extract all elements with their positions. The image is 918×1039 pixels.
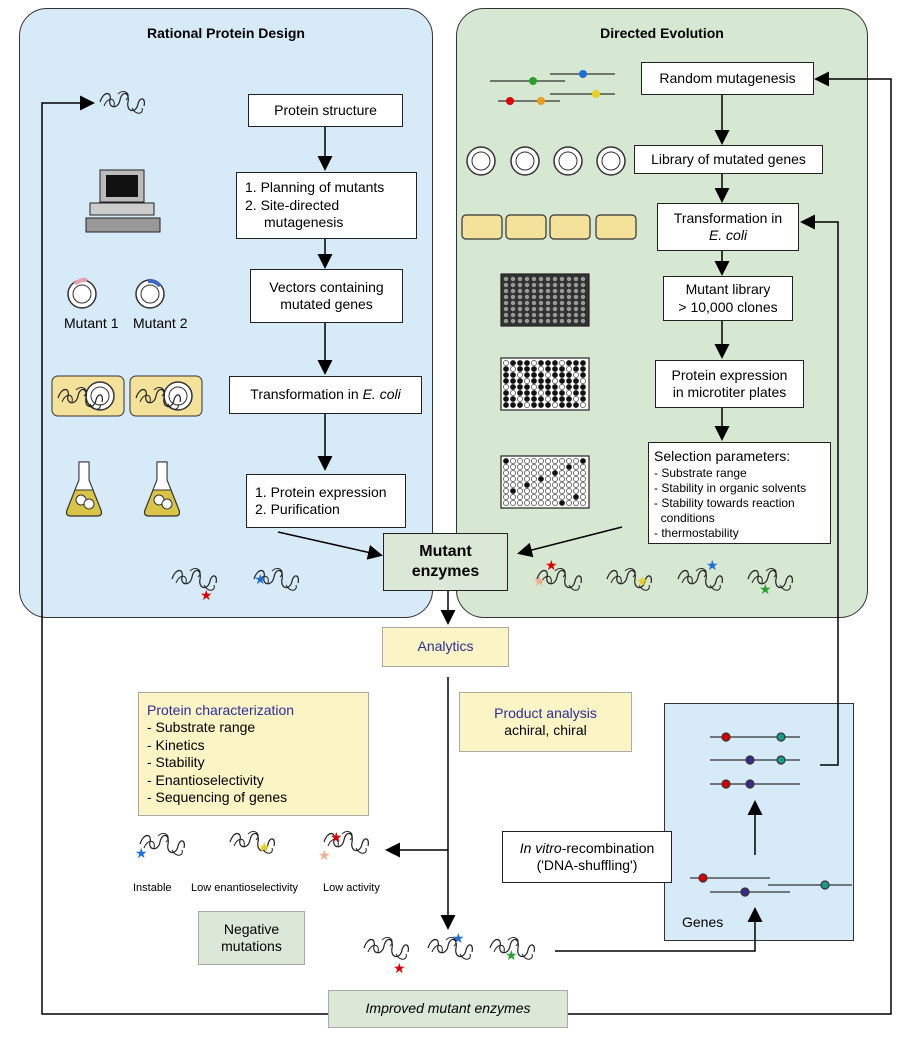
mutant-1-label: Mutant 1 xyxy=(64,315,119,331)
selection-item: - thermostability xyxy=(654,525,739,540)
vectors-line-1: Vectors containing xyxy=(269,278,384,295)
selection-item: - Stability towards reaction xyxy=(654,495,795,510)
characterization-title: Protein characterization xyxy=(147,701,295,718)
center-arrows xyxy=(41,71,892,1015)
svg-text:★: ★ xyxy=(200,587,213,603)
planning-line-3: mutagenesis xyxy=(264,214,344,231)
protein-structure-label: Protein structure xyxy=(274,101,377,118)
selection-item: conditions xyxy=(654,510,715,525)
improved-enzymes-label: Improved mutant enzymes xyxy=(365,1000,531,1017)
mutant-library-box: Mutant library > 10,000 clones xyxy=(663,276,793,321)
svg-text:★: ★ xyxy=(452,930,465,946)
random-mutagenesis-label: Random mutagenesis xyxy=(659,69,796,86)
directed-arrows xyxy=(517,95,730,558)
mutant-library-line-1: Mutant library xyxy=(685,281,771,297)
selection-item: - Substrate range xyxy=(654,465,747,480)
mutant-enzymes-line-2: enzymes xyxy=(411,563,480,580)
characterization-item: - Substrate range xyxy=(147,719,256,735)
rational-arrows xyxy=(277,127,383,560)
library-genes-label: Library of mutated genes xyxy=(651,150,806,167)
svg-text:★: ★ xyxy=(759,581,772,597)
svg-text:★: ★ xyxy=(318,847,331,863)
svg-text:★: ★ xyxy=(258,839,271,855)
directed-transformation-line-1: Transformation in xyxy=(673,209,783,226)
computer-icon xyxy=(85,169,161,233)
analytics-box: Analytics xyxy=(382,627,509,667)
expression-purification-box: 1. Protein expression 2. Purification xyxy=(246,474,406,528)
rational-transformation-label: Transformation in E. coli xyxy=(250,386,401,403)
svg-text:★: ★ xyxy=(254,571,267,587)
mutant-library-line-2: > 10,000 clones xyxy=(678,298,778,315)
protein-characterization-box: Protein characterization - Substrate ran… xyxy=(138,692,369,816)
characterization-item: - Sequencing of genes xyxy=(147,789,288,805)
random-mutagenesis-box: Random mutagenesis xyxy=(641,62,814,95)
svg-text:★: ★ xyxy=(505,947,518,963)
mutant-enzymes-box: Mutant enzymes xyxy=(383,533,508,591)
analytics-label: Analytics xyxy=(417,638,474,655)
negative-illustrations: ★ ★ ★ ★ xyxy=(135,829,370,863)
expression-line-1: 1. Protein expression xyxy=(255,483,387,500)
selection-item: - Stability in organic solvents xyxy=(654,480,807,495)
improved-enzymes-box: Improved mutant enzymes xyxy=(328,990,568,1028)
product-analysis-box: Product analysis achiral, chiral xyxy=(459,692,632,752)
low-activity-label: Low activity xyxy=(323,882,380,894)
selection-parameters-box: Selection parameters: - Substrate range … xyxy=(648,442,831,544)
rational-design-title: Rational Protein Design xyxy=(147,25,305,41)
library-genes-box: Library of mutated genes xyxy=(634,145,823,174)
characterization-item: - Stability xyxy=(147,754,205,770)
product-analysis-title: Product analysis xyxy=(494,704,597,721)
mutant-2-label: Mutant 2 xyxy=(133,315,188,331)
product-analysis-subtitle: achiral, chiral xyxy=(504,722,587,738)
svg-text:★: ★ xyxy=(545,557,558,573)
mutant-enzymes-line-1: Mutant xyxy=(419,543,472,560)
expression-line-2: 2. Purification xyxy=(255,501,340,517)
directed-transformation-box: Transformation in E. coli xyxy=(657,203,799,251)
low-enantioselectivity-label: Low enantioselectivity xyxy=(191,882,299,894)
directed-illustrations: ★ ★ ★ ★ ★ xyxy=(461,70,794,597)
protein-expression-box: Protein expression in microtiter plates xyxy=(655,360,804,408)
protein-expression-line-1: Protein expression xyxy=(671,366,788,383)
svg-text:★: ★ xyxy=(393,960,406,976)
svg-text:★: ★ xyxy=(330,829,343,845)
genes-panel xyxy=(664,703,854,941)
genes-label: Genes xyxy=(682,914,724,930)
planning-line-2: 2. Site-directed xyxy=(245,196,340,213)
instable-label: Instable xyxy=(133,882,172,894)
characterization-item: - Kinetics xyxy=(147,736,205,753)
in-vitro-recombination-box: In vitro-recombination ('DNA-shuffling') xyxy=(502,831,672,883)
vectors-box: Vectors containing mutated genes xyxy=(250,269,403,323)
improved-illustrations: ★ ★ ★ xyxy=(363,930,536,976)
negative-line-2: mutations xyxy=(221,938,282,954)
negative-mutations-box: Negative mutations xyxy=(198,911,305,965)
planning-mutants-box: 1. Planning of mutants 2. Site-directed … xyxy=(236,172,417,239)
svg-text:★: ★ xyxy=(533,573,546,589)
rational-illustrations: ★ ★ xyxy=(51,90,300,603)
vectors-line-2: mutated genes xyxy=(280,296,373,312)
selection-title: Selection parameters: xyxy=(654,448,791,464)
genes-illustration xyxy=(690,732,852,897)
rational-transformation-box: Transformation in E. coli xyxy=(229,376,422,414)
directed-transformation-line-2: E. coli xyxy=(708,227,748,243)
recombination-line-1: In vitro-recombination xyxy=(519,839,655,856)
protein-structure-box: Protein structure xyxy=(248,94,403,127)
svg-text:★: ★ xyxy=(135,845,148,861)
directed-evolution-title: Directed Evolution xyxy=(600,25,724,41)
svg-text:★: ★ xyxy=(636,573,649,589)
characterization-item: - Enantioselectivity xyxy=(147,771,264,788)
negative-line-1: Negative xyxy=(223,920,280,937)
recombination-line-2: ('DNA-shuffling') xyxy=(536,857,638,873)
svg-text:★: ★ xyxy=(706,557,719,573)
planning-line-1: 1. Planning of mutants xyxy=(245,179,385,196)
protein-expression-line-2: in microtiter plates xyxy=(672,384,787,400)
